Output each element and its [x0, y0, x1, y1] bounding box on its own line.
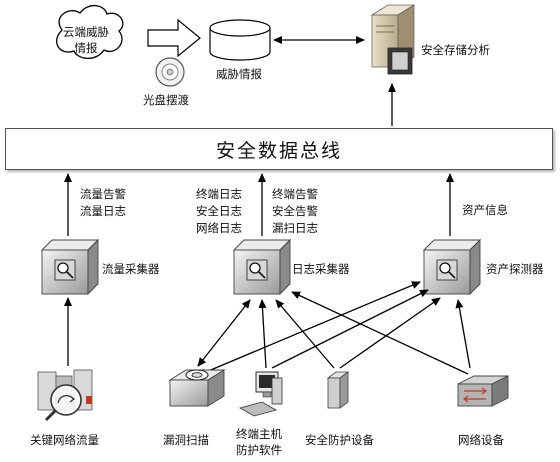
network-switch-icon	[457, 375, 509, 407]
bus-label: 安全数据总线	[215, 139, 342, 162]
vuln-scan-label: 漏洞扫描	[163, 433, 209, 447]
arrow-netdev-asset	[455, 299, 471, 369]
disc-icon	[155, 57, 185, 87]
asset-annotation: 资产信息	[462, 203, 508, 217]
arrow-endpoint-asset	[271, 289, 429, 369]
intel-db-label: 威胁情报	[216, 67, 262, 81]
flow-collector-icon	[40, 238, 100, 296]
log-annotation-left: 终端日志 安全日志 网络日志	[196, 187, 242, 235]
log-collector-label: 日志采集器	[292, 262, 350, 276]
net-device-label: 网络设备	[458, 433, 504, 447]
disc-label: 光盘摆渡	[143, 93, 189, 107]
transfer-arrow	[147, 18, 201, 58]
endpoint-host-icon	[238, 371, 283, 417]
key-flow-icon	[37, 369, 93, 422]
asset-probe-label: 资产探测器	[486, 262, 544, 276]
arrow-endpoint-log	[258, 299, 267, 369]
database-icon	[209, 19, 271, 61]
endpoint-label: 终端主机 防护软件	[236, 427, 282, 457]
arrow-vuln-log	[197, 299, 251, 367]
log-collector-icon	[232, 238, 292, 296]
arrow-secdev-asset	[339, 297, 441, 369]
arrow-secdev-log	[275, 299, 335, 369]
asset-probe-icon	[422, 238, 482, 296]
storage-server-icon	[370, 4, 416, 75]
security-data-bus: 安全数据总线	[5, 128, 553, 170]
key-flow-label: 关键网络流量	[30, 433, 99, 447]
security-device-icon	[326, 371, 350, 409]
log-annotation-right: 终端告警 安全告警 漏扫日志	[272, 187, 318, 235]
flow-annotation: 流量告警 流量日志	[80, 187, 126, 218]
flow-collector-label: 流量采集器	[102, 262, 160, 276]
arrow-vuln-asset	[205, 281, 421, 373]
cloud-shape	[56, 4, 124, 60]
cloud-label: 云端威胁情报	[63, 25, 109, 55]
storage-label: 安全存储分析	[421, 43, 490, 57]
arrow-netdev-log	[291, 291, 469, 375]
vuln-scanner-icon	[168, 369, 226, 407]
sec-device-label: 安全防护设备	[305, 433, 374, 447]
